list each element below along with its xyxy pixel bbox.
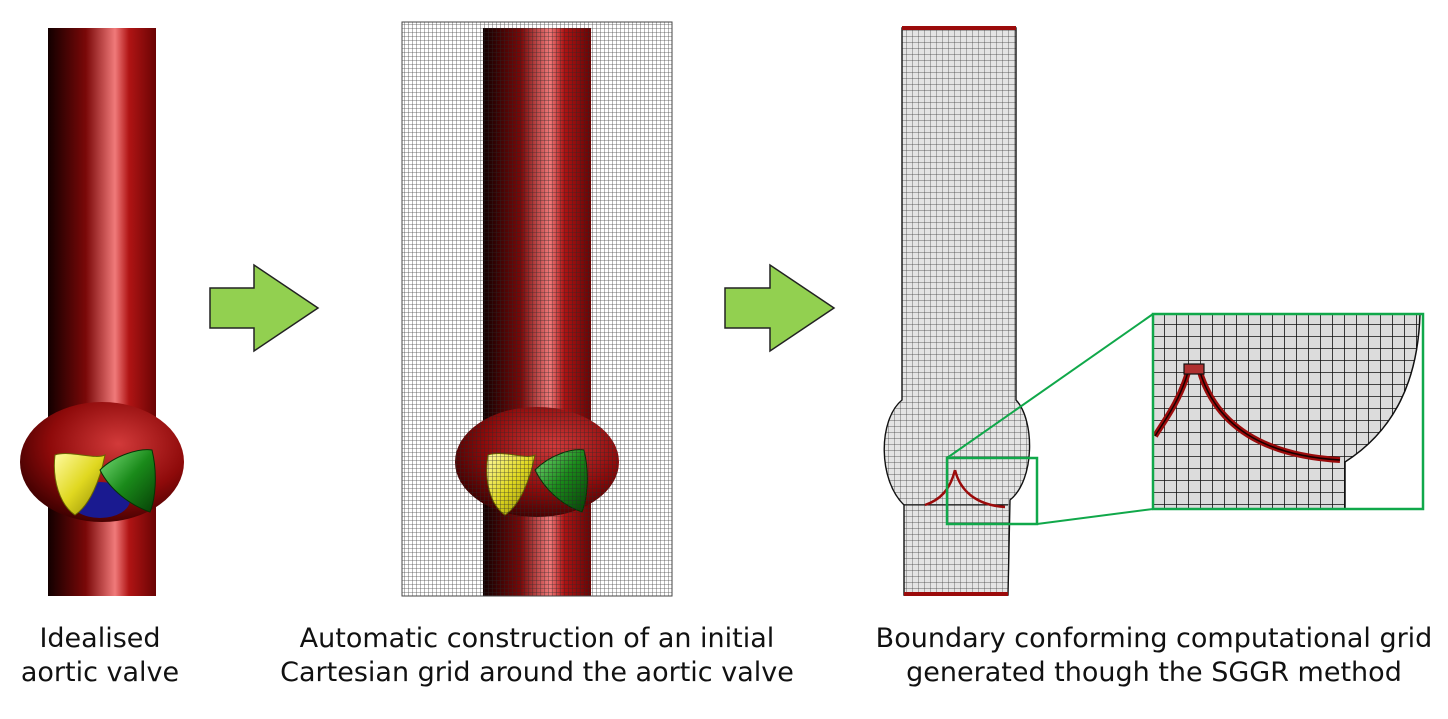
leaflet-curve	[924, 469, 957, 507]
vessel-cap-top	[902, 26, 1016, 30]
caption-line: Boundary conforming computational grid	[875, 623, 1433, 654]
caption-line: Idealised	[39, 623, 161, 654]
right-arrow-icon	[209, 263, 320, 353]
zoom-connector-top	[946, 313, 1154, 459]
panel-boundary-conforming-grid	[883, 26, 1425, 596]
panel-idealised-valve	[20, 28, 184, 596]
caption-boundary-conforming-grid: Boundary conforming computational grid g…	[860, 622, 1448, 690]
caption-line: aortic valve	[20, 657, 180, 688]
caption-cartesian-grid: Automatic construction of an initial Car…	[262, 622, 812, 690]
panel-cartesian-grid	[401, 21, 673, 597]
leaflet-curve	[953, 469, 1006, 509]
right-arrow-icon	[724, 263, 836, 353]
zoom-source-box	[945, 456, 1039, 526]
vessel-cap-bottom	[904, 592, 1008, 596]
cartesian-grid-lines	[402, 22, 672, 596]
caption-line: Automatic construction of an initial	[299, 623, 775, 654]
grid-border	[401, 21, 673, 597]
leaflet-green	[99, 449, 156, 513]
caption-idealised-valve: Idealised aortic valve	[0, 622, 200, 690]
caption-line: Cartesian grid around the aortic valve	[280, 657, 794, 688]
caption-line: generated though the SGGR method	[906, 657, 1402, 688]
zoom-connector-bottom	[1036, 508, 1154, 525]
leaflet-yellow	[53, 453, 106, 516]
zoom-inset	[1151, 312, 1425, 511]
zoom-inset-border	[1151, 312, 1425, 511]
